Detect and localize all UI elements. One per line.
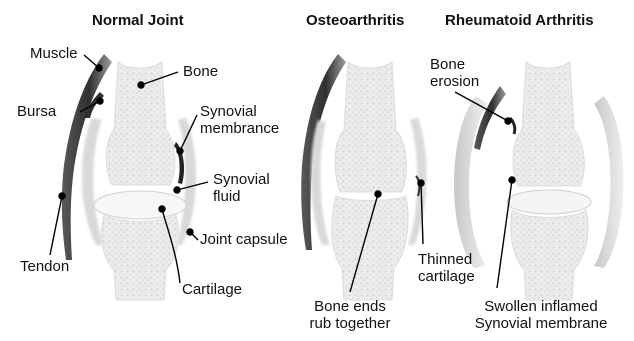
leader-joint-capsule-dot [187, 229, 193, 235]
label-tendon: Tendon [20, 259, 69, 275]
label-bone-ends-line1: Bone ends [298, 299, 402, 315]
ra-upper-bone [513, 62, 584, 186]
label-synovial-membrance-line1: Synovial [200, 104, 257, 120]
normal-joint-space [94, 191, 186, 219]
label-synovial-fluid-line2: fluid [213, 189, 241, 205]
leader-swollen-dot [509, 177, 515, 183]
label-thinned-cartilage-line1: Thinned [418, 252, 472, 268]
normal-joint-capsule [82, 118, 104, 245]
label-swollen-line1: Swollen inflamed [466, 299, 616, 315]
ra-swollen-membrane-right [594, 96, 624, 268]
leader-tendon-dot [59, 193, 65, 199]
osteoarthritis-title: Osteoarthritis [306, 13, 404, 29]
label-thinned-cartilage-line2: cartilage [418, 269, 475, 285]
rheumatoid-arthritis-drawing [454, 62, 624, 300]
ra-lower-bone [511, 210, 588, 300]
label-bone-ends-line2: rub together [298, 316, 402, 332]
label-bone-erosion-line2: erosion [430, 74, 479, 90]
leader-bursa-dot [97, 98, 103, 104]
oa-upper-bone [335, 62, 406, 192]
leader-thinned-cartilage-dot [418, 180, 424, 186]
leader-muscle-dot [96, 65, 102, 71]
leader-cartilage-dot [159, 206, 165, 212]
label-synovial-membrance-line2: membrance [200, 121, 279, 137]
normal-upper-bone [106, 62, 175, 185]
rheumatoid-arthritis-title: Rheumatoid Arthritis [445, 13, 594, 29]
label-bone: Bone [183, 64, 218, 80]
label-joint-capsule: Joint capsule [200, 232, 288, 248]
label-synovial-fluid-line1: Synovial [213, 172, 270, 188]
label-bursa: Bursa [17, 104, 56, 120]
osteoarthritis-drawing [301, 54, 426, 300]
label-bone-erosion-line1: Bone [430, 57, 465, 73]
leader-swollen [497, 180, 512, 288]
label-muscle: Muscle [30, 46, 78, 62]
leader-tendon [50, 196, 62, 255]
leader-synovial-membrance-dot [177, 148, 183, 154]
leader-bone-erosion-dot [505, 118, 511, 124]
normal-joint-title: Normal Joint [92, 13, 184, 29]
leader-bone-ends-dot [375, 191, 381, 197]
label-cartilage: Cartilage [182, 282, 242, 298]
normal-joint-drawing [62, 54, 196, 300]
ra-joint-space [507, 190, 591, 214]
label-swollen-line2: Synovial membrane [466, 316, 616, 332]
leader-bone-dot [138, 82, 144, 88]
leader-synovial-fluid-dot [174, 187, 180, 193]
oa-lower-bone [332, 196, 408, 300]
oa-capsule [311, 120, 330, 245]
